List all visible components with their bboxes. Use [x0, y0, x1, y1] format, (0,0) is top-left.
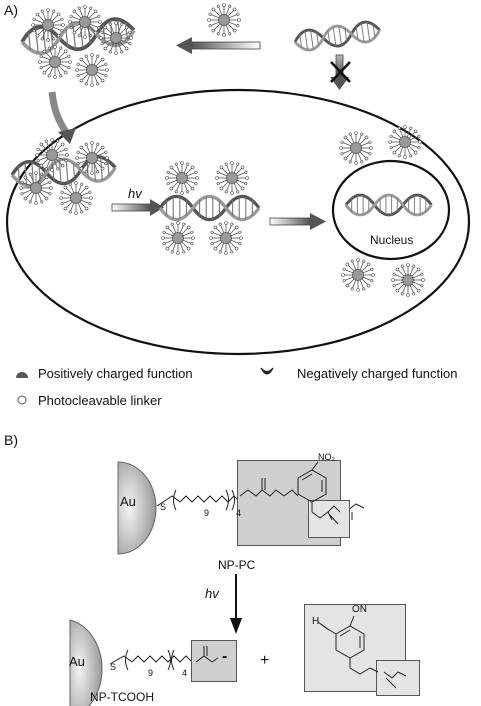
- blocked-entry-arrow: [330, 54, 351, 90]
- repeat-4-bottom: 4: [182, 668, 188, 678]
- cell-membrane: [5, 88, 471, 356]
- legend-negative-text: Negatively charged function: [297, 366, 458, 381]
- au-label-bottom: Au: [69, 654, 85, 669]
- np-pc-caption: NP-PC: [218, 558, 256, 572]
- positive-charge-icon: [16, 372, 28, 378]
- au-label-top: Au: [120, 494, 136, 509]
- linker-icon: [17, 395, 27, 405]
- hv-label-a: hv: [128, 186, 142, 201]
- light-arrow: [111, 199, 164, 216]
- gold-surface-top: [117, 461, 157, 555]
- repeat-9-top: 9: [204, 508, 210, 518]
- panel-a-label: A): [4, 2, 18, 18]
- nuclear-entry-arrow: [269, 213, 326, 230]
- repeat-9-bottom: 9: [148, 668, 154, 678]
- uptake-arrow: [48, 91, 76, 144]
- np-tcooh-caption: NP-TCOOH: [90, 690, 154, 704]
- binding-arrow: [176, 37, 261, 54]
- negative-charge-icon: [260, 367, 274, 375]
- ammonium-group-box-top: [308, 500, 350, 538]
- cleavage-arrow: [230, 574, 242, 634]
- hv-label-b: hv: [205, 586, 219, 601]
- negative-charge-label: -: [222, 648, 228, 665]
- ammonium-group-box-bottom: [376, 660, 420, 696]
- repeat-4-top: 4: [236, 508, 242, 518]
- panel-b-label: B): [4, 432, 18, 448]
- nucleus-membrane: [331, 159, 451, 261]
- sulfur-label-bottom: S: [110, 662, 117, 672]
- legend-positive-text: Positively charged function: [38, 366, 193, 381]
- gold-surface-bottom: [69, 619, 103, 706]
- nitroso-label: ON: [352, 604, 367, 615]
- plus-sign: +: [260, 652, 270, 669]
- aldehyde-h-label: H: [312, 616, 320, 627]
- sulfur-label-top: S: [160, 502, 167, 512]
- nitro-label: NO₂: [318, 452, 335, 462]
- nucleus-label: Nucleus: [370, 233, 414, 247]
- legend-linker-text: Photocleavable linker: [38, 393, 162, 408]
